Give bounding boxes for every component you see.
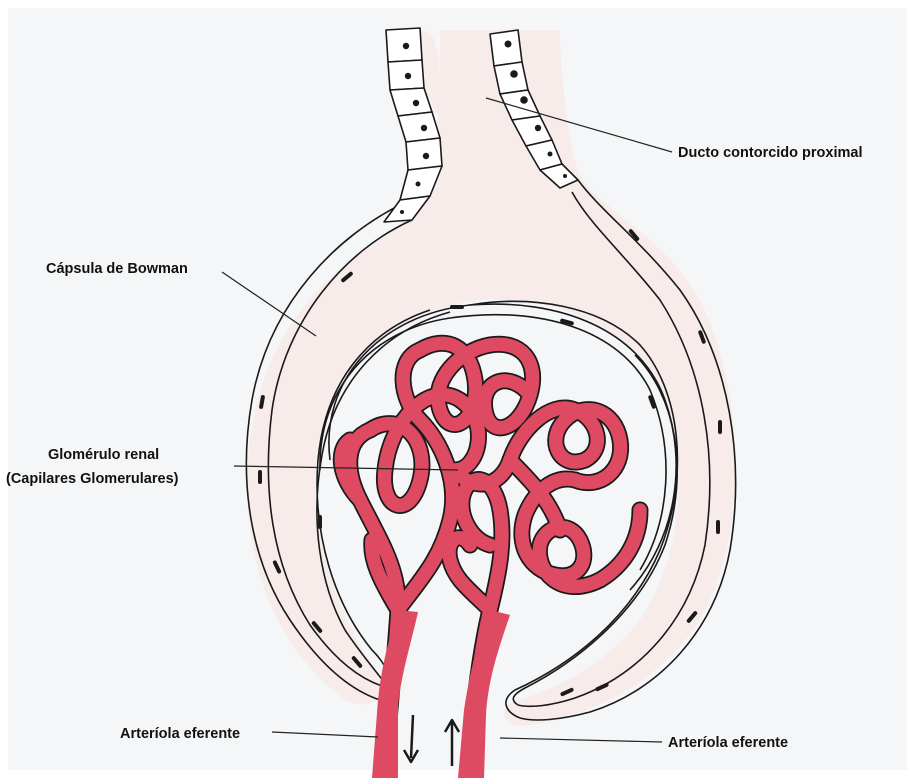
label-glomerulus-line1: Glomérulo renal [48, 447, 159, 463]
label-glomerulus-line2: (Capilares Glomerulares) [6, 471, 179, 487]
label-bowman-capsule: Cápsula de Bowman [46, 261, 188, 277]
label-proximal-tubule: Ducto contorcido proximal [678, 145, 863, 161]
label-arteriole-left: Arteríola eferente [120, 726, 240, 742]
label-arteriole-right: Arteríola eferente [668, 735, 788, 751]
